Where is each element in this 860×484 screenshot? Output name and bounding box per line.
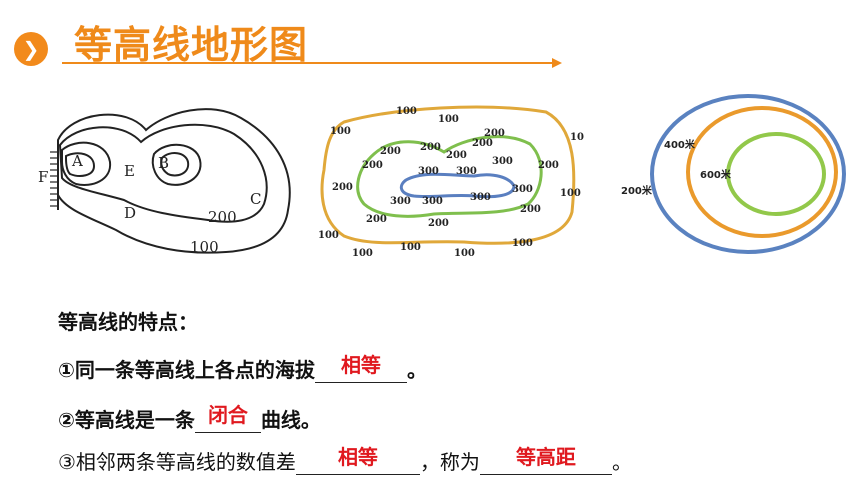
- label-a: A: [71, 152, 83, 170]
- answer-blank-4: 等高距: [479, 445, 612, 475]
- label-100: 100: [190, 238, 219, 256]
- labels-300: 300 300 300 300 300 300 300: [390, 156, 533, 207]
- label-400m: 400米: [664, 138, 696, 151]
- svg-text:200: 200: [446, 150, 467, 161]
- svg-text:300: 300: [390, 196, 411, 207]
- svg-text:100: 100: [438, 114, 459, 125]
- feature-line-2: ②等高线是一条闭合曲线。: [58, 403, 321, 433]
- chevron-right-icon: ❯: [14, 32, 48, 66]
- contour-line-300: [399, 172, 516, 199]
- label-e: E: [124, 162, 135, 180]
- concentric-contours-diagram: 200米 400米 600米: [618, 92, 848, 257]
- svg-text:200: 200: [520, 204, 541, 215]
- svg-text:300: 300: [470, 192, 491, 203]
- svg-text:100: 100: [570, 132, 584, 143]
- svg-text:200: 200: [380, 146, 401, 157]
- answer-blank-3: 相等: [295, 445, 420, 475]
- svg-text:100: 100: [512, 238, 533, 249]
- feature-line-3: ③相邻两条等高线的数值差相等，称为等高距。: [58, 445, 632, 475]
- labels-200: 200 200 200 200 200 200 200 200 200 200 …: [332, 128, 559, 229]
- svg-text:100: 100: [396, 106, 417, 117]
- label-200m: 200米: [621, 184, 653, 197]
- svg-text:100: 100: [454, 248, 475, 259]
- title-underline-arrow: [62, 58, 562, 68]
- label-f: F: [38, 168, 48, 186]
- contour-b-inner: [160, 152, 190, 177]
- svg-text:200: 200: [484, 128, 505, 139]
- label-200: 200: [208, 208, 237, 226]
- label-c: C: [250, 190, 261, 208]
- svg-text:200: 200: [538, 160, 559, 171]
- contour-ring-600: [726, 132, 826, 216]
- feature-line-1: ①同一条等高线上各点的海拔相等。: [58, 353, 427, 383]
- answer-2: 闭合: [207, 403, 248, 427]
- svg-text:200: 200: [472, 138, 493, 149]
- svg-text:300: 300: [456, 166, 477, 177]
- answer-3: 相等: [337, 445, 378, 469]
- cliff-hatch: [50, 151, 58, 207]
- contour-200: [58, 123, 268, 223]
- features-heading: 等高线的特点：: [58, 310, 198, 334]
- svg-text:200: 200: [420, 142, 441, 153]
- contour-a-inner: [65, 152, 96, 177]
- answer-blank-1: 相等: [314, 353, 407, 383]
- svg-text:300: 300: [512, 184, 533, 195]
- contour-a-outer: [61, 141, 112, 186]
- svg-text:100: 100: [560, 188, 581, 199]
- svg-text:100: 100: [318, 230, 339, 241]
- labels-100: 100 100 100 100 100 100 100 100 100 100: [318, 106, 591, 259]
- contour-ring-200: [650, 94, 846, 254]
- svg-text:200: 200: [366, 214, 387, 225]
- answer-blank-2: 闭合: [194, 403, 261, 433]
- label-d: D: [124, 204, 136, 222]
- svg-text:100: 100: [352, 248, 373, 259]
- contour-sketch-diagram: A B C D E F 200 100: [36, 100, 298, 268]
- contour-100: [57, 108, 291, 254]
- page-title: 等高线地形图: [74, 23, 309, 67]
- svg-text:100: 100: [330, 126, 351, 137]
- svg-text:200: 200: [332, 182, 353, 193]
- contour-line-100: [320, 105, 576, 245]
- svg-text:200: 200: [362, 160, 383, 171]
- answer-4: 等高距: [515, 445, 576, 469]
- svg-text:300: 300: [422, 196, 443, 207]
- svg-text:200: 200: [428, 218, 449, 229]
- contour-ring-400: [686, 106, 838, 238]
- contour-line-200: [356, 135, 543, 218]
- contour-colored-diagram: 100 100 100 100 100 100 100 100 100 100 …: [314, 100, 591, 265]
- svg-text:100: 100: [400, 242, 421, 253]
- svg-text:300: 300: [492, 156, 513, 167]
- svg-text:300: 300: [418, 166, 439, 177]
- label-600m: 600米: [700, 168, 732, 181]
- answer-1: 相等: [340, 353, 381, 377]
- contour-b-outer: [151, 143, 202, 186]
- label-b: B: [158, 154, 169, 172]
